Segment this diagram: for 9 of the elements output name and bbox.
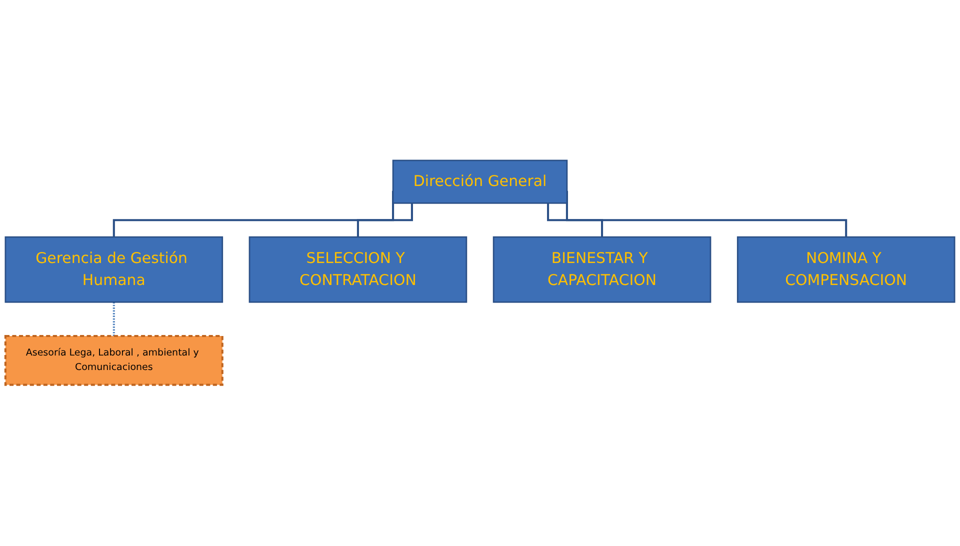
node-box: Dirección General xyxy=(392,160,568,204)
node-box: SELECCION Y CONTRATACION xyxy=(248,236,468,304)
connector xyxy=(112,302,115,338)
node-box: BIENESTAR Y CAPACITACION xyxy=(492,236,712,304)
node-box: Gerencia de Gestión Humana xyxy=(4,236,224,304)
connector xyxy=(547,204,604,238)
node-box: Asesoría Lega, Laboral , ambiental y Comunicaciones xyxy=(4,335,224,386)
connector xyxy=(356,204,413,238)
node-box: NOMINA Y COMPENSACION xyxy=(736,236,956,304)
